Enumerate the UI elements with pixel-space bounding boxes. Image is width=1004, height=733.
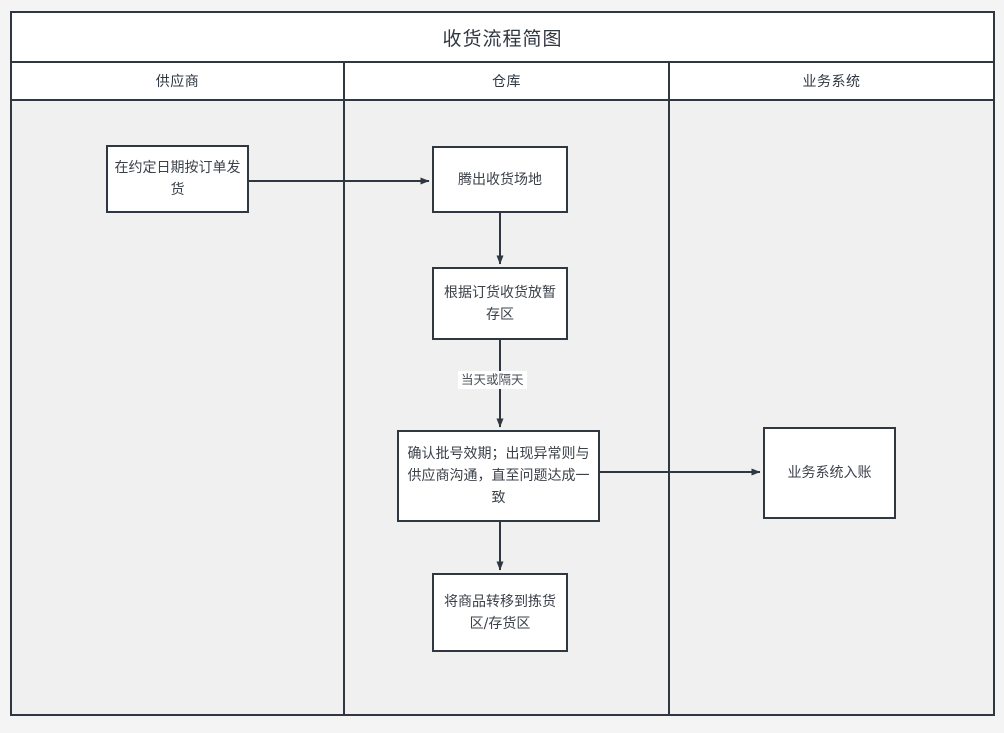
lane-header-row: 供应商 仓库 业务系统 [12, 63, 993, 101]
lane-header-business-system: 业务系统 [668, 63, 993, 99]
node-receive-to-staging-area[interactable]: 根据订货收货放暂存区 [432, 267, 568, 340]
lane-body-business-system [668, 101, 993, 714]
diagram-title: 收货流程简图 [12, 13, 993, 63]
node-clear-receiving-area[interactable]: 腾出收货场地 [432, 146, 568, 213]
lane-header-supplier: 供应商 [155, 74, 200, 90]
node-transfer-to-picking-or-storage[interactable]: 将商品转移到拣货区/存货区 [432, 573, 568, 652]
node-verify-batch-and-expiry[interactable]: 确认批号效期；出现异常则与供应商沟通，直至问题达成一致 [397, 430, 600, 522]
node-supplier-ship-by-order[interactable]: 在约定日期按订单发货 [106, 145, 249, 213]
node-post-to-business-system[interactable]: 业务系统入账 [763, 427, 896, 519]
lane-header-warehouse: 仓库 [343, 63, 668, 99]
lane-body-warehouse [343, 101, 668, 714]
edge-label-same-or-next-day: 当天或隔天 [458, 371, 527, 389]
